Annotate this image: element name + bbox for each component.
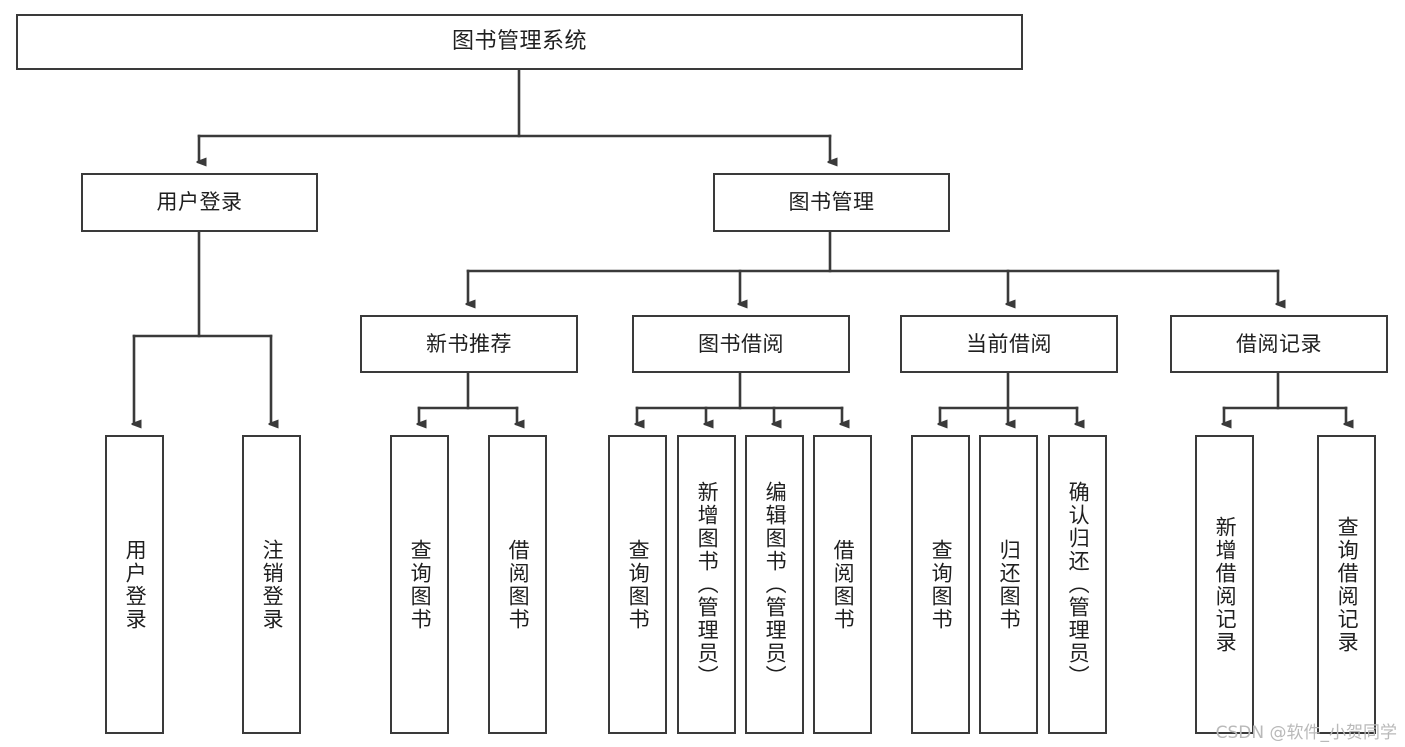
csdn-watermark: CSDN @软件_小贺同学 (1215, 723, 1397, 743)
node-new-book-recommend[interactable]: 新书推荐 (360, 315, 578, 373)
leaf-current-borrow-confirm-return-admin[interactable]: 确认归还（管理员） (1048, 435, 1107, 734)
node-current-borrow[interactable]: 当前借阅 (900, 315, 1118, 373)
node-root-book-management-system[interactable]: 图书管理系统 (16, 14, 1023, 70)
node-label: 新增借阅记录 (1213, 515, 1238, 654)
node-label: 用户登录 (123, 538, 148, 631)
leaf-borrow-record-add-record[interactable]: 新增借阅记录 (1195, 435, 1254, 734)
node-label: 图书管理系统 (451, 29, 587, 55)
node-label: 查询图书 (626, 538, 651, 631)
leaf-new-book-query-book[interactable]: 查询图书 (390, 435, 449, 734)
node-label: 借阅图书 (506, 538, 531, 631)
node-book-management[interactable]: 图书管理 (713, 173, 950, 232)
node-label: 新增图书（管理员） (695, 481, 720, 688)
leaf-current-borrow-return-book[interactable]: 归还图书 (979, 435, 1038, 734)
leaf-book-borrow-borrow-book[interactable]: 借阅图书 (813, 435, 872, 734)
node-label: 图书借阅 (698, 331, 784, 356)
node-label: 确认归还（管理员） (1066, 481, 1091, 688)
node-book-borrow[interactable]: 图书借阅 (632, 315, 850, 373)
node-label: 当前借阅 (966, 331, 1052, 356)
leaf-current-borrow-query-book[interactable]: 查询图书 (911, 435, 970, 734)
node-label: 借阅图书 (831, 538, 856, 631)
node-label: 查询借阅记录 (1335, 515, 1360, 654)
leaf-user-login-signin[interactable]: 用户登录 (105, 435, 164, 734)
leaf-book-borrow-add-book-admin[interactable]: 新增图书（管理员） (677, 435, 736, 734)
node-label: 新书推荐 (426, 331, 512, 356)
leaf-user-login-signout[interactable]: 注销登录 (242, 435, 301, 734)
node-label: 归还图书 (997, 538, 1022, 631)
node-label: 用户登录 (156, 190, 243, 215)
leaf-book-borrow-query-book[interactable]: 查询图书 (608, 435, 667, 734)
node-label: 图书管理 (788, 190, 875, 215)
leaf-borrow-record-query-record[interactable]: 查询借阅记录 (1317, 435, 1376, 734)
node-label: 编辑图书（管理员） (763, 481, 788, 688)
node-label: 查询图书 (929, 538, 954, 631)
node-user-login[interactable]: 用户登录 (81, 173, 318, 232)
node-label: 查询图书 (408, 538, 433, 631)
leaf-new-book-borrow-book[interactable]: 借阅图书 (488, 435, 547, 734)
node-label: 借阅记录 (1236, 331, 1322, 356)
node-label: 注销登录 (260, 538, 285, 631)
leaf-book-borrow-edit-book-admin[interactable]: 编辑图书（管理员） (745, 435, 804, 734)
node-borrow-record[interactable]: 借阅记录 (1170, 315, 1388, 373)
